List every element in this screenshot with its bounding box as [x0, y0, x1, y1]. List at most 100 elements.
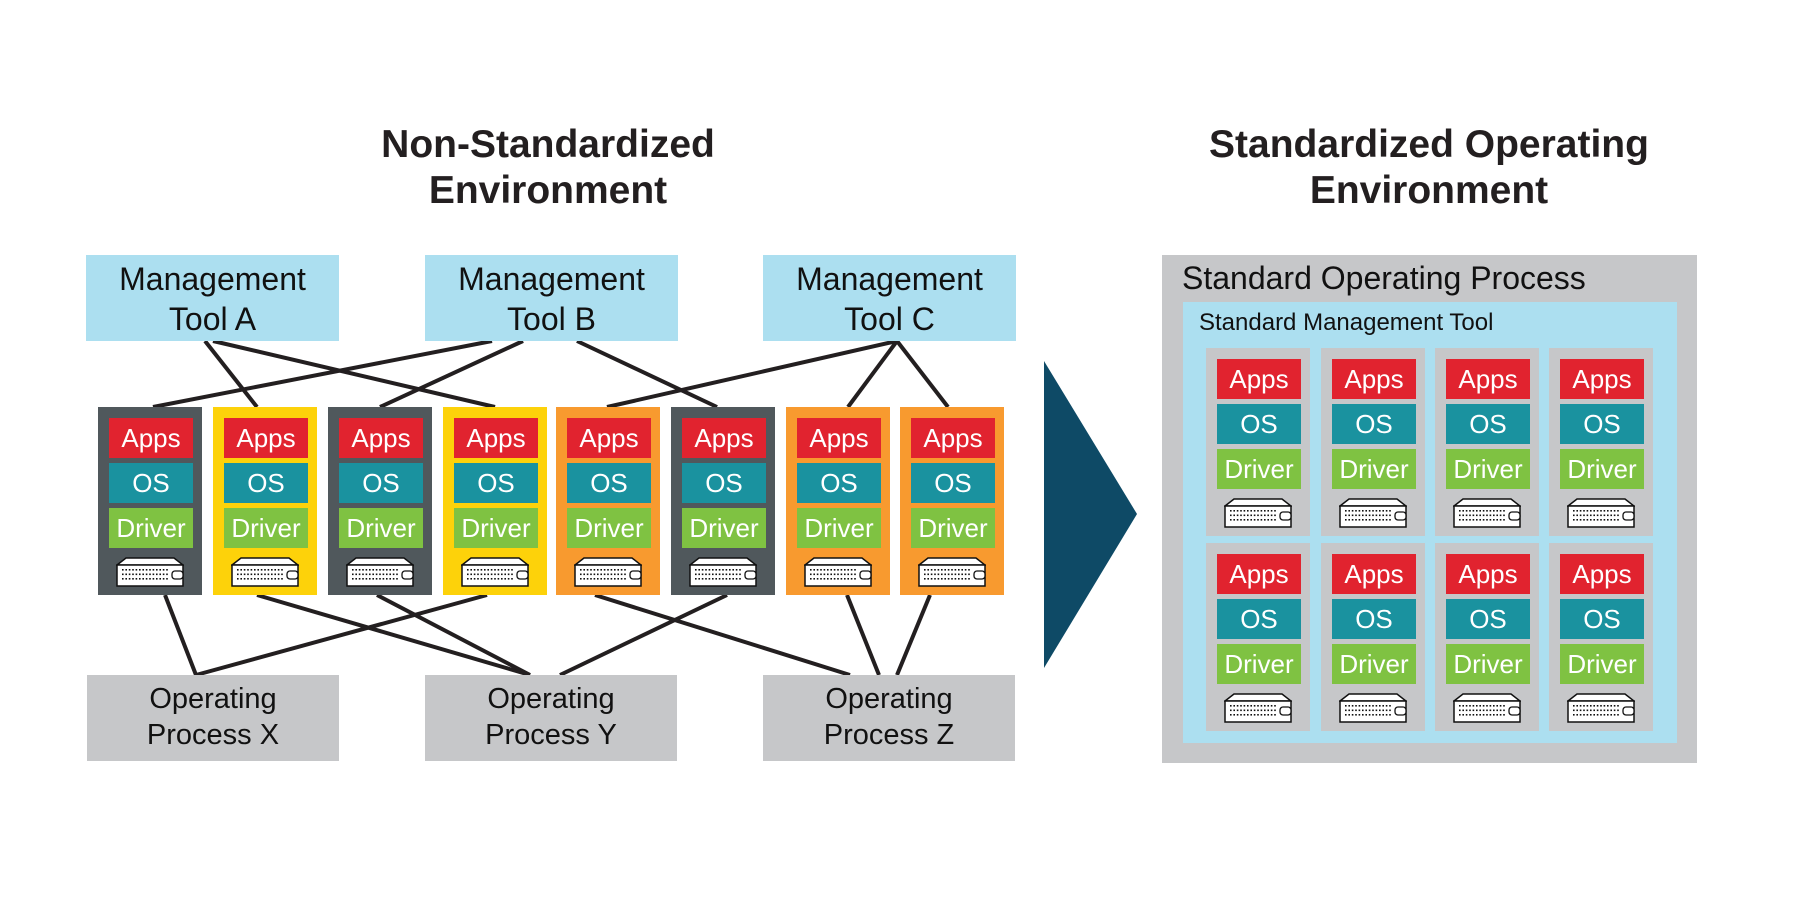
apps-layer: Apps — [1560, 554, 1644, 594]
os-layer: OS — [1217, 404, 1301, 444]
left-title-line1: Non-Standardized — [381, 123, 715, 166]
connector-server-8-process-z — [895, 594, 932, 676]
operating-process-x-line1: Operating — [149, 683, 277, 715]
connector-tool-c-server-8 — [895, 339, 950, 409]
management-tool-c-line1: Management — [796, 261, 983, 297]
right-title-line1: Standardized Operating — [1209, 123, 1649, 166]
server-icon — [1565, 498, 1637, 528]
apps-layer: Apps — [1446, 554, 1530, 594]
apps-layer: Apps — [682, 418, 766, 458]
driver-layer: Driver — [454, 508, 538, 548]
left-title: Non-Standardized Environment — [348, 122, 748, 214]
apps-layer: Apps — [109, 418, 193, 458]
driver-layer: Driver — [1560, 449, 1644, 489]
os-layer: OS — [1217, 599, 1301, 639]
server-icon — [802, 557, 874, 587]
server-icon — [1337, 693, 1409, 723]
driver-layer: Driver — [224, 508, 308, 548]
operating-process-x-line2: Process X — [146, 719, 280, 751]
standard-management-tool-label: Standard Management Tool — [1199, 309, 1494, 336]
server-icon — [1222, 498, 1294, 528]
management-tool-a-line1: Management — [119, 261, 306, 297]
os-layer: OS — [1560, 599, 1644, 639]
server-icon — [1451, 498, 1523, 528]
server-icon — [916, 557, 988, 587]
connector-server-6-process-y — [559, 593, 728, 677]
connector-server-2-process-y — [256, 593, 531, 677]
driver-layer: Driver — [1560, 644, 1644, 684]
os-layer: OS — [454, 463, 538, 503]
os-layer: OS — [567, 463, 651, 503]
apps-layer: Apps — [1332, 554, 1416, 594]
os-layer: OS — [797, 463, 881, 503]
server-icon — [572, 557, 644, 587]
driver-layer: Driver — [339, 508, 423, 548]
connector-tool-a-server-4 — [212, 339, 496, 409]
os-layer: OS — [911, 463, 995, 503]
server-icon — [1565, 693, 1637, 723]
os-layer: OS — [1332, 404, 1416, 444]
driver-layer: Driver — [109, 508, 193, 548]
management-tool-b-line2: Tool B — [507, 301, 596, 337]
os-layer: OS — [1446, 404, 1530, 444]
os-layer: OS — [1446, 599, 1530, 639]
os-layer: OS — [1560, 404, 1644, 444]
operating-process-z-line1: Operating — [825, 683, 953, 715]
driver-layer: Driver — [567, 508, 651, 548]
server-icon — [1222, 693, 1294, 723]
apps-layer: Apps — [1217, 554, 1301, 594]
connector-tool-b-server-1 — [152, 339, 493, 409]
connector-tool-b-server-6 — [576, 339, 718, 409]
management-tool-c-line2: Tool C — [844, 301, 935, 337]
driver-layer: Driver — [1446, 449, 1530, 489]
os-layer: OS — [224, 463, 308, 503]
right-title: Standardized Operating Environment — [1179, 122, 1679, 214]
management-tool-b-line1: Management — [458, 261, 645, 297]
right-title-line2: Environment — [1309, 169, 1549, 212]
apps-layer: Apps — [454, 418, 538, 458]
management-tool-c: Management Tool C — [763, 255, 1016, 341]
operating-process-z-line2: Process Z — [823, 719, 955, 751]
connector-tool-c-server-7 — [846, 339, 899, 409]
apps-layer: Apps — [1332, 359, 1416, 399]
apps-layer: Apps — [339, 418, 423, 458]
apps-layer: Apps — [911, 418, 995, 458]
apps-layer: Apps — [567, 418, 651, 458]
management-tool-a: Management Tool A — [86, 255, 339, 341]
operating-process-y-line1: Operating — [487, 683, 615, 715]
driver-layer: Driver — [682, 508, 766, 548]
standard-operating-process-label: Standard Operating Process — [1182, 260, 1586, 296]
driver-layer: Driver — [797, 508, 881, 548]
connector-tool-a-server-2 — [203, 339, 259, 409]
connector-tool-b-server-3 — [379, 339, 524, 409]
apps-layer: Apps — [224, 418, 308, 458]
left-title-line2: Environment — [428, 169, 668, 212]
driver-layer: Driver — [1446, 644, 1530, 684]
apps-layer: Apps — [1446, 359, 1530, 399]
operating-process-z: Operating Process Z — [763, 675, 1015, 761]
server-icon — [344, 557, 416, 587]
connector-server-4-process-x — [195, 593, 488, 677]
server-icon — [459, 557, 531, 587]
connector-server-7-process-z — [845, 594, 881, 676]
driver-layer: Driver — [911, 508, 995, 548]
os-layer: OS — [109, 463, 193, 503]
connector-tool-c-server-5 — [606, 339, 898, 409]
server-icon — [114, 557, 186, 587]
operating-process-y-line2: Process Y — [485, 719, 617, 751]
server-icon — [229, 557, 301, 587]
server-icon — [1337, 498, 1409, 528]
